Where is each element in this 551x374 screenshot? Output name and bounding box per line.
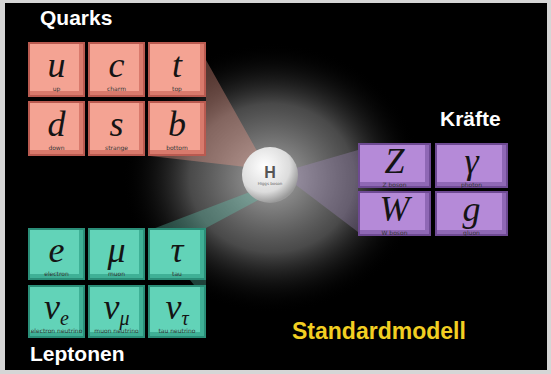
particle-symbol: g xyxy=(463,191,481,227)
particle-symbol: ντ xyxy=(165,289,188,325)
particle-symbol: t xyxy=(172,47,182,83)
particle-symbol: γ xyxy=(464,143,478,179)
particle-name: up xyxy=(53,85,61,92)
force-cone xyxy=(296,150,358,232)
group-heading: Quarks xyxy=(40,6,112,30)
diagram-title: Standardmodell xyxy=(292,318,466,345)
particle-symbol: H xyxy=(264,165,276,181)
particle-name: gluon xyxy=(463,229,480,236)
particle-cell: e electron xyxy=(28,228,85,280)
particle-name: W boson xyxy=(382,229,408,236)
particle-name: charm xyxy=(107,85,126,92)
particle-name: down xyxy=(48,144,64,151)
particle-group: uupccharmttopddownsstrangebbottomQuarks xyxy=(28,42,206,156)
particle-symbol: τ xyxy=(171,232,184,268)
particle-name: muon neutrino xyxy=(94,327,138,334)
particle-name: electron xyxy=(44,270,69,277)
particle-name: tau neutrino xyxy=(159,327,196,334)
group-heading: Kräfte xyxy=(440,107,501,131)
particle-symbol: Z xyxy=(384,143,404,179)
particle-symbol: u xyxy=(48,47,66,83)
particle-symbol: e xyxy=(49,232,65,268)
particle-cell: νμ muon neutrino xyxy=(88,285,145,338)
particle-cell: γ photon xyxy=(435,143,508,188)
particle-group: ZZ bosonγphotonWW bosonggluonKräfte xyxy=(358,143,508,236)
particle-cell: c charm xyxy=(88,42,145,97)
particle-name: electron neutrino xyxy=(31,327,83,334)
particle-symbol: μ xyxy=(107,232,125,268)
particle-symbol: b xyxy=(168,106,186,142)
particle-cell: μ muon xyxy=(88,228,145,280)
particle-name: top xyxy=(172,85,182,92)
particle-cell: ντ tau neutrino xyxy=(148,285,206,338)
higgs-circle: HHiggs boson xyxy=(243,148,297,202)
particle-cell: d down xyxy=(28,101,85,156)
particle-name: Higgs boson xyxy=(258,181,283,186)
particle-cell: t top xyxy=(148,42,206,97)
particle-cell: s strange xyxy=(88,101,145,156)
particle-cell: u up xyxy=(28,42,85,97)
particle-name: strange xyxy=(105,144,128,151)
particle-cell: b bottom xyxy=(148,101,206,156)
particle-cell: νe electron neutrino xyxy=(28,285,85,338)
particle-cell: g gluon xyxy=(435,191,508,236)
group-heading: Leptonen xyxy=(30,342,125,366)
particle-name: bottom xyxy=(166,144,188,151)
particle-symbol: νe xyxy=(44,289,69,325)
particle-cell: τ tau xyxy=(148,228,206,280)
particle-symbol: νμ xyxy=(103,289,129,325)
particle-symbol: d xyxy=(48,106,66,142)
particle-symbol: s xyxy=(109,106,123,142)
particle-cell: Z Z boson xyxy=(358,143,431,188)
higgs-sphere xyxy=(242,147,298,203)
particle-name: Z boson xyxy=(382,181,406,188)
particle-name: photon xyxy=(461,181,482,188)
particle-cell: W W boson xyxy=(358,191,431,236)
particle-symbol: W xyxy=(380,191,410,227)
particle-symbol: c xyxy=(109,47,125,83)
particle-name: muon xyxy=(108,270,125,277)
particle-name: tau xyxy=(172,270,182,277)
particle-group: e electron μ muon τ tau νe electron neutrino νμ m… xyxy=(28,228,206,338)
